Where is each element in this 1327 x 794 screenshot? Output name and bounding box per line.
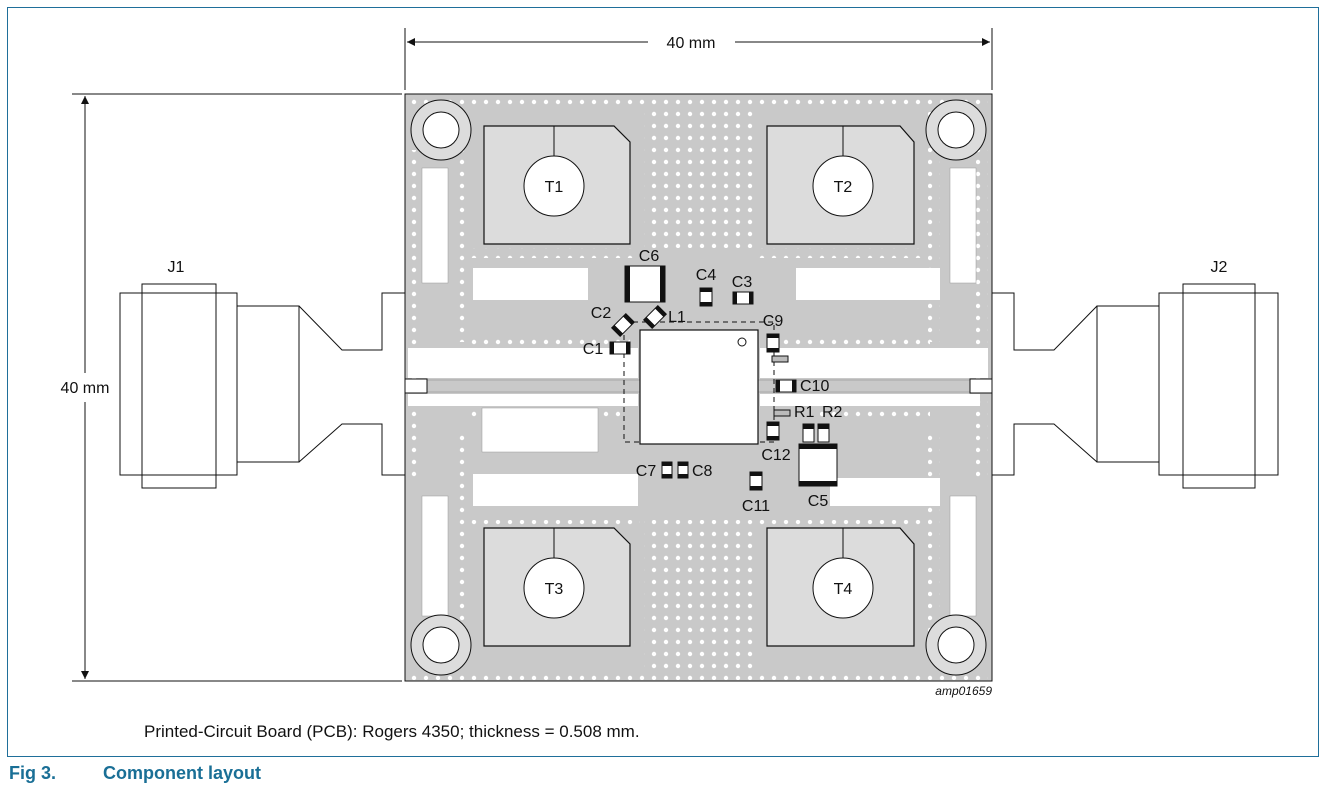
t4-label: T4 (834, 581, 853, 598)
j1-label: J1 (168, 259, 185, 276)
component-layout-diagram: 40 mm 40 mm J1 J2 (61, 28, 1279, 698)
capacitor-c1: C1 (583, 341, 631, 358)
c8-label: C8 (692, 463, 713, 480)
resistor-r1: R1 (794, 404, 815, 443)
c7-label: C7 (636, 463, 657, 480)
mounting-hole-bottom-right (925, 614, 987, 676)
resistor-pad (771, 355, 789, 363)
c12-label: C12 (761, 447, 790, 464)
connector-j1: J1 (119, 259, 405, 489)
capacitor-c10: C10 (775, 378, 829, 395)
width-label: 40 mm (667, 35, 716, 52)
transistor-t2: T2 (766, 125, 915, 245)
c4-label: C4 (696, 267, 717, 284)
capacitor-c8: C8 (677, 461, 713, 480)
c11-label: C11 (742, 498, 770, 515)
c3-label: C3 (732, 274, 753, 291)
capacitor-c5: C5 (798, 443, 838, 510)
inductor-l1: L1 (642, 304, 686, 330)
c10-label: C10 (800, 378, 829, 395)
mounting-hole-top-right (925, 99, 987, 161)
transistor-t3: T3 (483, 527, 631, 647)
c2-label: C2 (591, 305, 612, 322)
l1-label: L1 (668, 309, 686, 326)
resistor-pad (773, 409, 791, 417)
transistor-t1: T1 (483, 125, 631, 245)
capacitor-c7: C7 (636, 461, 673, 480)
r2-label: R2 (822, 404, 843, 421)
c1-label: C1 (583, 341, 604, 358)
t3-label: T3 (545, 581, 564, 598)
c6-label: C6 (639, 248, 660, 265)
mounting-hole-top-left (410, 99, 472, 161)
capacitor-c2: C2 (591, 305, 636, 338)
j2-label: J2 (1211, 259, 1228, 276)
capacitor-c4: C4 (696, 267, 717, 307)
capacitor-c6: C6 (624, 248, 666, 303)
connector-j2: J2 (992, 259, 1279, 489)
t1-label: T1 (545, 179, 564, 196)
figure-number: Fig 3. (9, 763, 57, 783)
figure-title: Component layout (103, 763, 261, 783)
c9-label: C9 (763, 313, 784, 330)
ic-package (623, 321, 775, 445)
r1-label: R1 (794, 404, 815, 421)
width-dimension: 40 mm (404, 28, 993, 90)
height-dimension: 40 mm (61, 93, 402, 682)
transistor-t4: T4 (766, 527, 915, 647)
figure-id: amp01659 (935, 684, 992, 698)
capacitor-c9: C9 (763, 313, 784, 353)
height-label: 40 mm (61, 380, 110, 397)
capacitor-c12: C12 (761, 421, 791, 464)
mounting-hole-bottom-left (410, 614, 472, 676)
c5-label: C5 (808, 493, 829, 510)
capacitor-c11: C11 (742, 471, 770, 515)
t2-label: T2 (834, 179, 853, 196)
resistor-r2: R2 (817, 404, 843, 443)
figure-frame (7, 7, 1319, 757)
pcb-note: Printed-Circuit Board (PCB): Rogers 4350… (144, 722, 640, 741)
capacitor-c3: C3 (732, 274, 754, 305)
